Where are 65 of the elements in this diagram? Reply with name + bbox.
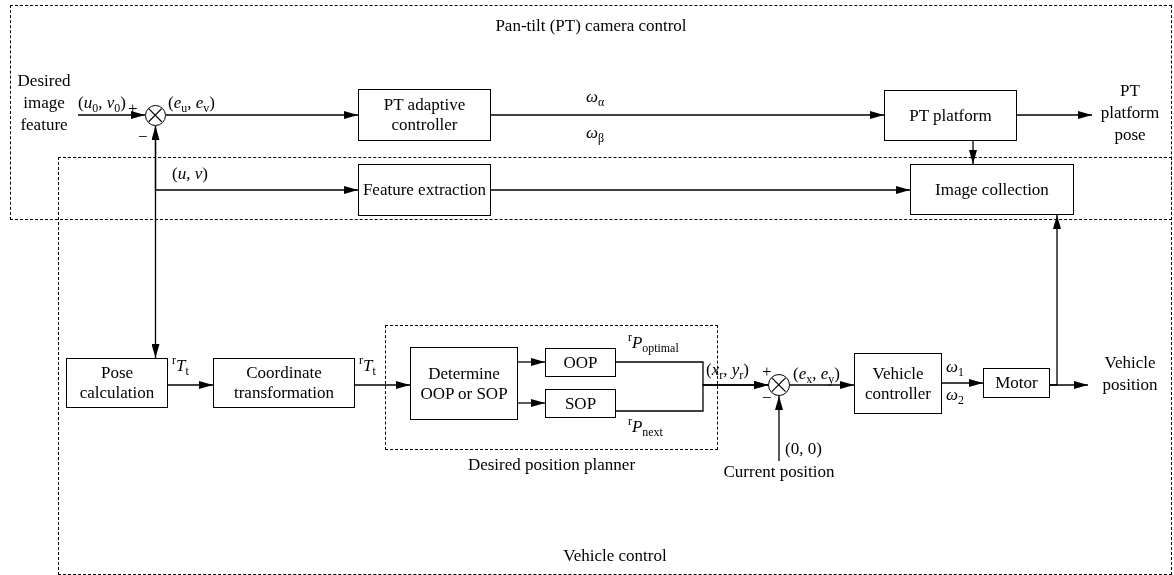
signal-text: Desired image feature	[10, 70, 78, 136]
block-box	[910, 164, 1074, 215]
region-title: Desired position planner	[466, 455, 637, 475]
edge-label: (u$_{0}$, v$_{0}$)	[78, 94, 126, 113]
block-label: PT platform	[909, 105, 992, 126]
signal-text: Current position	[706, 461, 852, 485]
summing-junction	[768, 374, 790, 396]
block-label: Image collection	[935, 179, 1049, 200]
block-label: Feature extraction	[362, 180, 487, 200]
block-label: Coordinate transformation	[232, 363, 336, 403]
block-label: Determine OOP or SOP	[419, 363, 509, 404]
block-box	[410, 347, 518, 420]
arrow	[1016, 111, 1093, 119]
edge-label: (e$_{u}$, e$_{v}$)	[168, 94, 215, 113]
block-label: PT adaptive controller	[382, 95, 467, 135]
sign-label: +	[762, 363, 772, 382]
block-box	[884, 90, 1017, 141]
signal-label: (x$_{r}$, y$_{r}$)	[706, 361, 749, 380]
signal-text: PT platform pose	[1092, 80, 1168, 146]
edge-label: ω$_{1}$	[946, 358, 964, 377]
arrow	[615, 381, 769, 412]
edge-label: $^{r}$P$_{next}$	[628, 418, 663, 437]
arrow	[490, 186, 911, 194]
block-box	[358, 89, 491, 141]
edge-label: ω$_{α}$	[586, 88, 605, 107]
block-label: SOP	[564, 393, 597, 414]
arrow	[490, 111, 885, 119]
edge-label: $^{r}$T$_{t}$	[172, 357, 189, 376]
arrow	[789, 381, 855, 389]
arrow	[517, 399, 546, 407]
arrow	[77, 111, 146, 119]
sign-label: −	[138, 128, 148, 147]
sign-label: +	[128, 100, 138, 119]
signal-label: ω$_{2}$	[946, 386, 964, 405]
edge-label: (e$_{x}$, e$_{y}$)	[793, 365, 840, 384]
summing-junction	[145, 105, 166, 126]
arrow	[167, 381, 214, 389]
arrow	[1049, 214, 1061, 386]
edge-label: $^{r}$T$_{t}$	[359, 357, 376, 376]
block-label: Pose calculation	[78, 363, 156, 403]
edge-label: (u, v)	[172, 165, 208, 184]
arrow	[969, 140, 977, 165]
arrow	[941, 379, 984, 387]
block-box	[545, 348, 616, 377]
signal-text: Vehicle position	[1088, 352, 1172, 408]
block-box	[66, 358, 168, 408]
block-box	[358, 164, 491, 216]
block-box	[213, 358, 355, 408]
arrow	[154, 125, 359, 194]
block-label: OOP	[563, 352, 598, 373]
region-title: Pan-tilt (PT) camera control	[494, 16, 688, 36]
block-box	[983, 368, 1050, 398]
block-label: Vehicle controller	[863, 363, 933, 404]
signal-label: ω$_{β}$	[586, 124, 605, 143]
sign-label: −	[762, 389, 772, 408]
block-label: Motor	[995, 373, 1038, 393]
arrow	[517, 358, 546, 366]
arrow	[165, 111, 359, 119]
edge-label: $^{r}$P$_{optimal}$	[628, 334, 679, 353]
region-title: Vehicle control	[562, 546, 668, 566]
arrow	[775, 395, 783, 462]
edge-label: (0, 0)	[785, 440, 822, 459]
block-box	[545, 389, 616, 418]
block-box	[854, 353, 942, 414]
arrow	[354, 381, 411, 389]
